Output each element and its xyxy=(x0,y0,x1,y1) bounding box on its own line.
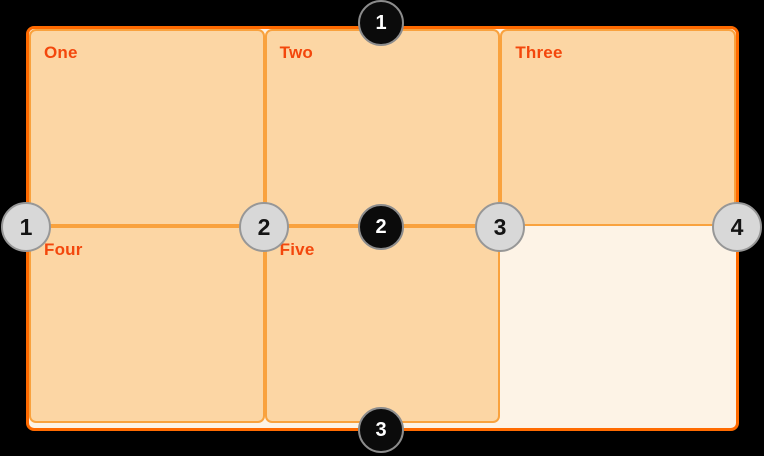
grid-cell-two: Two xyxy=(264,29,501,226)
row-line-number: 3 xyxy=(375,418,387,441)
row-line-marker-2: 2 xyxy=(358,204,404,250)
column-line-marker-2: 2 xyxy=(239,202,289,252)
row-line-number: 1 xyxy=(375,11,387,34)
grid-cell-four: Four xyxy=(29,226,265,423)
grid-cell-three: Three xyxy=(500,29,736,226)
column-line-marker-4: 4 xyxy=(712,202,762,252)
column-line-number: 1 xyxy=(19,213,33,240)
grid: One Two Three Four Five xyxy=(29,29,736,428)
row-line-marker-3: 3 xyxy=(358,407,404,453)
column-line-number: 4 xyxy=(730,213,744,240)
grid-cell-five: Five xyxy=(264,226,501,423)
cell-label: Two xyxy=(279,43,313,62)
grid-cell-empty xyxy=(500,226,736,423)
row-line-number: 2 xyxy=(375,215,387,238)
column-line-number: 3 xyxy=(493,213,507,240)
grid-cell-one: One xyxy=(29,29,265,226)
row-line-marker-1: 1 xyxy=(358,0,404,46)
cell-label: Five xyxy=(279,240,315,259)
grid-container: One Two Three Four Five xyxy=(26,26,739,431)
column-line-marker-3: 3 xyxy=(475,202,525,252)
cell-label: Four xyxy=(44,240,83,259)
cell-label: Three xyxy=(515,43,563,62)
column-line-marker-1: 1 xyxy=(1,202,51,252)
column-line-number: 2 xyxy=(257,213,271,240)
cell-label: One xyxy=(44,43,78,62)
